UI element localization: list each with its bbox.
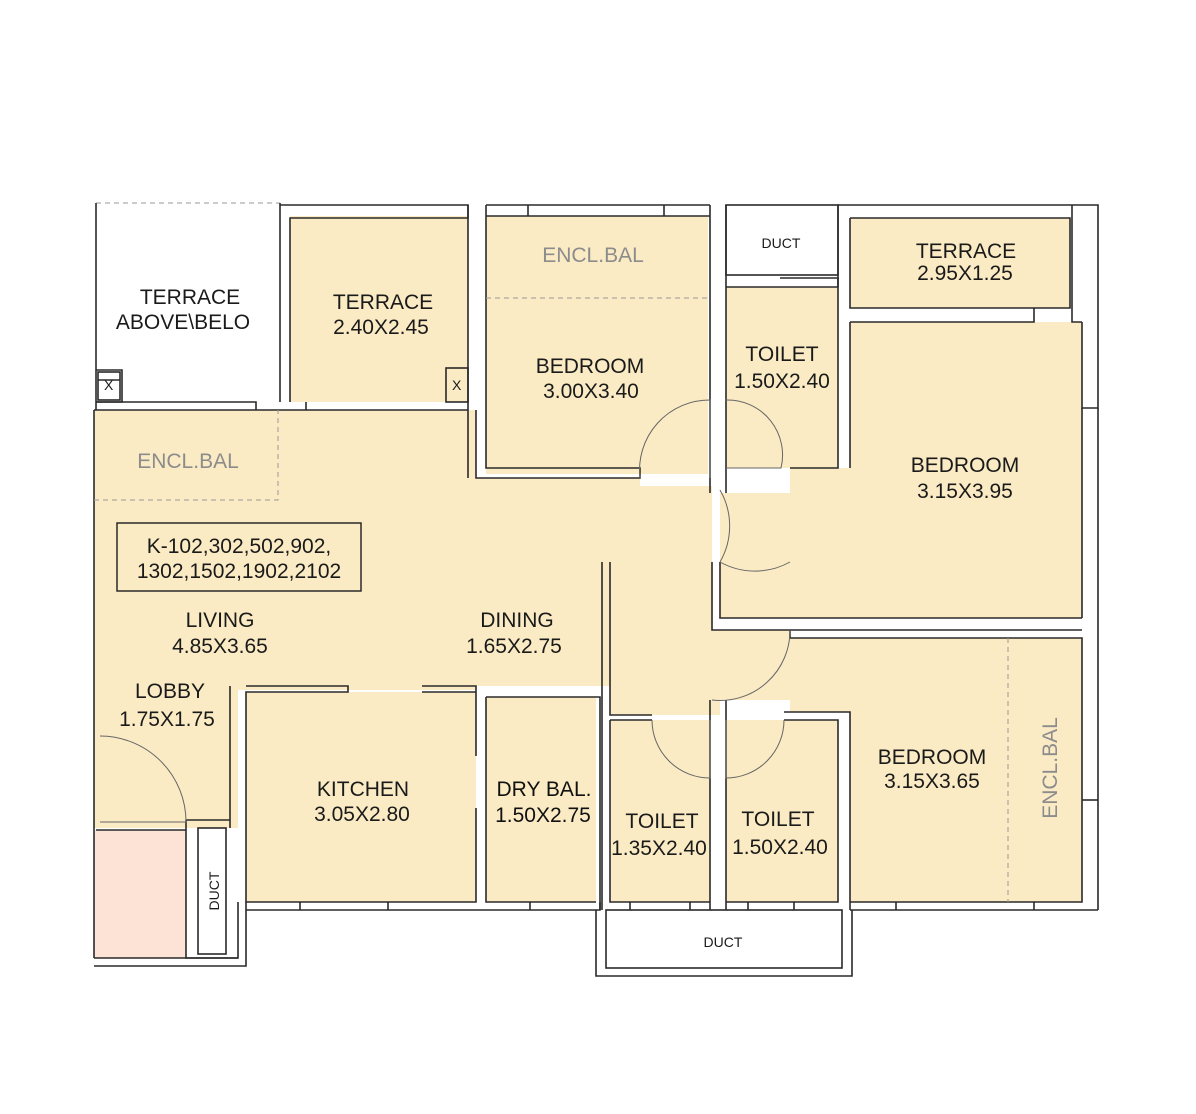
bedroom-2-size: 3.15X3.95 (917, 480, 1013, 503)
living-name: LIVING (186, 609, 255, 632)
unit-number-box (116, 522, 362, 592)
terrace-above-below-name: TERRACE (140, 286, 240, 309)
shaft-mark-right: X (452, 377, 462, 393)
room-labels: TERRACE ABOVE\BELO TERRACE 2.40X2.45 ENC… (116, 235, 1062, 950)
encl-bal-top-label: ENCL.BAL (542, 244, 644, 267)
toilet-1-name: TOILET (745, 343, 818, 366)
lobby-entry-fill (94, 830, 186, 958)
lobby-size: 1.75X1.75 (119, 708, 215, 731)
terrace-1-name: TERRACE (333, 291, 433, 314)
unit-number-line-2: 1302,1502,1902,2102 (137, 560, 341, 583)
shaft-mark-left: X (104, 377, 114, 393)
toilet-2-size: 1.35X2.40 (611, 837, 707, 860)
kitchen-name: KITCHEN (317, 778, 409, 801)
bedroom-1-fill (486, 216, 708, 474)
terrace-1-fill (290, 216, 468, 402)
bedroom-3-fill (790, 638, 1082, 902)
toilet-1-fill (726, 287, 838, 468)
duct-left-label: DUCT (206, 871, 222, 910)
dry-bal-fill (486, 697, 596, 902)
terrace-1-size: 2.40X2.45 (333, 316, 429, 339)
toilet-3-fill (726, 720, 838, 902)
door-swings (99, 399, 791, 823)
kitchen-size: 3.05X2.80 (314, 803, 410, 826)
duct-bottom-label: DUCT (704, 934, 743, 950)
dry-bal-name: DRY BAL. (497, 778, 592, 801)
encl-bal-right-label: ENCL.BAL (1039, 717, 1062, 819)
terrace-2-fill (850, 218, 1070, 308)
toilet-1-size: 1.50X2.40 (734, 370, 830, 393)
dry-bal-size: 1.50X2.75 (495, 804, 591, 827)
terrace-2-name: TERRACE (916, 240, 1016, 263)
bedroom-1-name: BEDROOM (536, 355, 645, 378)
unit-number-line-1: K-102,302,502,902, (147, 535, 332, 558)
duct-top-label: DUCT (762, 235, 801, 251)
dining-name: DINING (480, 609, 554, 632)
toilet-3-name: TOILET (741, 808, 814, 831)
toilet-2-name: TOILET (625, 810, 698, 833)
living-dining-fill (94, 410, 790, 828)
bedroom-2-fill (720, 322, 1082, 618)
bedroom-3-name: BEDROOM (878, 746, 987, 769)
encl-bal-left-label: ENCL.BAL (137, 450, 239, 473)
dining-size: 1.65X2.75 (466, 635, 562, 658)
terrace-2-size: 2.95X1.25 (917, 262, 1013, 285)
room-fills (94, 216, 1082, 958)
living-size: 4.85X3.65 (172, 635, 268, 658)
bedroom-1-size: 3.00X3.40 (543, 380, 639, 403)
lobby-name: LOBBY (135, 680, 205, 703)
terrace-above-below-size: ABOVE\BELO (116, 311, 250, 334)
walls (93, 202, 1099, 977)
kitchen-fill (246, 692, 476, 902)
toilet-3-size: 1.50X2.40 (732, 836, 828, 859)
bedroom-2-name: BEDROOM (911, 454, 1020, 477)
bedroom-3-size: 3.15X3.65 (884, 770, 980, 793)
